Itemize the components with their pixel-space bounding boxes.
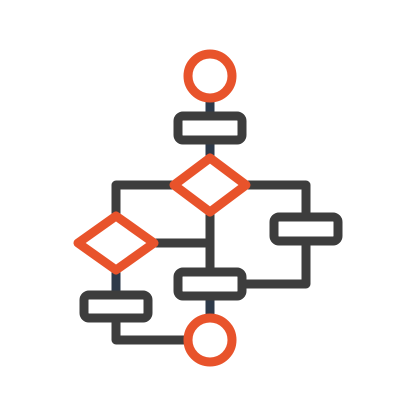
process-box-right <box>269 212 343 246</box>
connector-decision-right-branch <box>241 180 311 222</box>
connector-decision-left-branch <box>111 180 179 220</box>
start-circle <box>183 49 237 103</box>
process-box-top <box>173 111 247 145</box>
decision-diamond-left <box>73 211 159 275</box>
process-boxes <box>79 111 343 323</box>
connector-left-process-to-end <box>111 313 191 345</box>
process-box-bottom-left <box>79 290 153 323</box>
process-box-middle <box>173 267 247 301</box>
accent-shapes <box>73 49 251 367</box>
decision-diamond-top <box>169 153 251 217</box>
connector-right-process-join <box>239 236 311 289</box>
end-circle <box>183 313 237 367</box>
connector-lines <box>111 93 311 345</box>
